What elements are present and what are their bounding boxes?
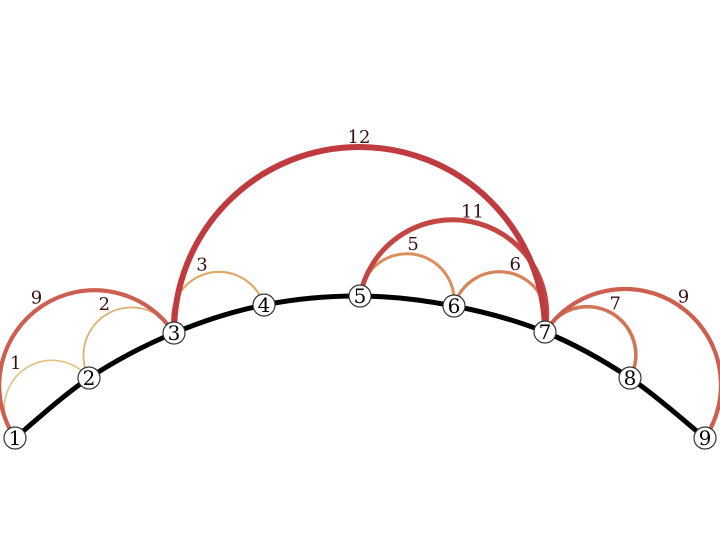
node-5: 5 (348, 284, 372, 308)
node-label-3: 3 (168, 321, 181, 345)
spine-curve (12, 293, 708, 441)
node-circle-3 (162, 321, 186, 345)
edge-label-3-4: 3 (196, 254, 207, 275)
node-4: 4 (252, 293, 276, 317)
edge-label-3-7: 12 (348, 127, 371, 148)
node-6: 6 (442, 294, 466, 318)
node-circle-2 (77, 366, 101, 390)
edge-label-5-6: 5 (407, 234, 418, 255)
node-label-9: 9 (699, 426, 712, 450)
edge-7-9 (542, 286, 720, 441)
node-2: 2 (77, 366, 101, 390)
edge-label-5-7: 11 (461, 202, 484, 223)
edge-6-7 (452, 270, 549, 334)
edge-label-7-9: 9 (678, 287, 689, 308)
edge-label-1-2: 1 (10, 353, 21, 374)
edge-1-3 (0, 288, 177, 441)
node-label-7: 7 (539, 320, 552, 344)
node-circle-9 (693, 426, 717, 450)
edge-label-7-8: 7 (610, 294, 621, 315)
node-8: 8 (618, 366, 642, 390)
node-label-1: 1 (9, 426, 22, 450)
edge-label-6-7: 6 (510, 254, 521, 275)
spine-layer (12, 293, 708, 441)
node-circle-5 (348, 284, 372, 308)
edge-label-1-3: 9 (31, 288, 42, 309)
node-label-2: 2 (83, 366, 96, 390)
node-circle-4 (252, 293, 276, 317)
node-circle-6 (442, 294, 466, 318)
node-1: 1 (3, 426, 27, 450)
edge-label-2-3: 2 (99, 294, 110, 315)
edge-3-4 (170, 270, 266, 335)
node-3: 3 (162, 321, 186, 345)
node-circle-1 (3, 426, 27, 450)
node-9: 9 (693, 426, 717, 450)
node-circle-7 (533, 320, 557, 344)
edge-layer (0, 144, 720, 441)
node-label-8: 8 (624, 366, 637, 390)
node-label-6: 6 (448, 294, 461, 318)
node-layer: 1 2 3 4 5 6 7 8 9 (3, 284, 717, 450)
node-label-5: 5 (354, 284, 367, 308)
edge-3-7 (171, 144, 548, 336)
node-7: 7 (533, 320, 557, 344)
node-circle-8 (618, 366, 642, 390)
node-label-4: 4 (258, 293, 271, 317)
edge-5-7 (357, 217, 550, 335)
